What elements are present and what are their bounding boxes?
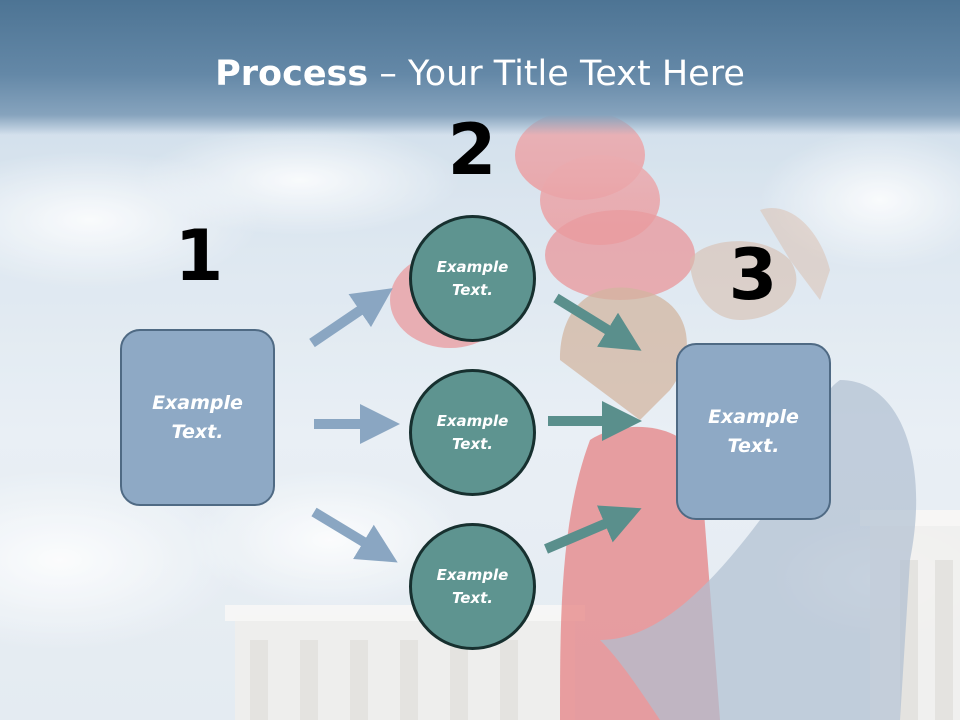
slide-title: Process – Your Title Text Here: [0, 52, 960, 96]
arrow-to-circle-top: [309, 288, 393, 348]
arrow-to-circle-bottom: [311, 507, 398, 563]
right-box: Example Text.: [676, 343, 831, 520]
circle-bottom: Example Text.: [409, 523, 536, 650]
title-rest: – Your Title Text Here: [368, 54, 745, 94]
circle-middle-text: Example Text.: [436, 411, 509, 453]
step-number-2: 2: [447, 109, 497, 191]
circle-middle: Example Text.: [409, 369, 536, 496]
title-bold: Process: [215, 54, 369, 94]
left-box: Example Text.: [120, 329, 275, 506]
circle-top: Example Text.: [409, 215, 536, 342]
circle-bottom-text: Example Text.: [436, 565, 509, 607]
circle-top-text: Example Text.: [436, 257, 509, 299]
arrow-top-to-right-box: [553, 293, 642, 351]
step-number-1: 1: [174, 215, 224, 297]
title-bar: [0, 0, 960, 135]
step-number-3: 3: [728, 234, 778, 316]
left-box-text: Example Text.: [152, 391, 243, 443]
right-box-text: Example Text.: [708, 405, 799, 457]
arrow-bottom-to-right-box: [544, 505, 642, 554]
